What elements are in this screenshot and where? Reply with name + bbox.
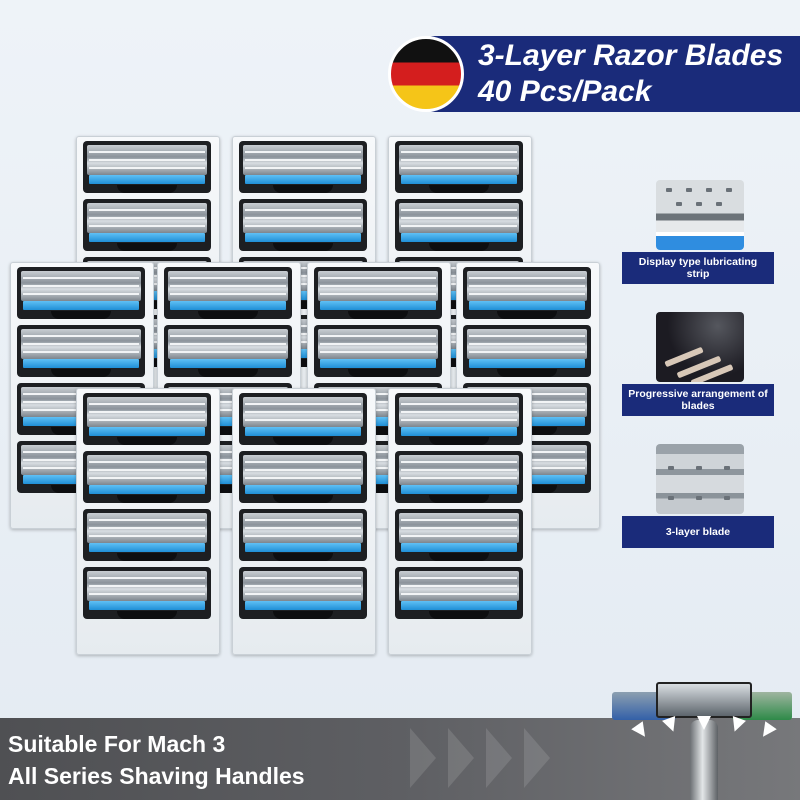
chevron-right-icon	[524, 728, 550, 788]
razor-cartridge	[239, 509, 367, 561]
silver-cartridge	[656, 682, 752, 718]
razor-cartridge	[83, 451, 211, 503]
compatibility-bar: Suitable For Mach 3 All Series Shaving H…	[0, 718, 800, 800]
razor-cartridge	[395, 509, 523, 561]
arrow-down-icon	[662, 716, 680, 734]
razor-cartridge	[239, 141, 367, 193]
razor-cartridge	[17, 267, 145, 319]
razor-handle-illustration	[612, 680, 800, 800]
razor-cartridge	[17, 325, 145, 377]
banner-subtitle: 40 Pcs/Pack	[478, 75, 652, 108]
razor-cartridge	[164, 325, 292, 377]
chevron-right-icon	[410, 728, 436, 788]
razor-cartridge	[83, 199, 211, 251]
cartridge-pack	[388, 388, 532, 655]
banner-title: 3-Layer Razor Blades	[478, 39, 784, 72]
blade-arrangement-image	[656, 312, 744, 382]
razor-cartridge	[83, 393, 211, 445]
compatibility-line-1: Suitable For Mach 3	[8, 731, 226, 757]
razor-cartridge	[395, 393, 523, 445]
razor-cartridge	[239, 199, 367, 251]
razor-cartridge	[239, 567, 367, 619]
arrow-down-icon	[757, 721, 777, 741]
handle-shaft	[690, 720, 718, 800]
three-layer-blade-image	[656, 444, 744, 514]
razor-cartridge	[395, 141, 523, 193]
chevron-right-icon	[448, 728, 474, 788]
razor-cartridge	[314, 267, 442, 319]
razor-cartridge	[83, 567, 211, 619]
arrow-down-icon	[631, 721, 651, 741]
razor-cartridge	[395, 451, 523, 503]
cartridge-pack	[232, 388, 376, 655]
title-banner: 3-Layer Razor Blades 40 Pcs/Pack	[398, 36, 800, 112]
cartridge-pack	[76, 388, 220, 655]
razor-cartridge	[395, 567, 523, 619]
razor-cartridge	[463, 325, 591, 377]
razor-cartridge	[314, 325, 442, 377]
feature-label: 3-layer blade	[622, 516, 774, 548]
feature-label: Display type lubricating strip	[622, 252, 774, 284]
compatibility-line-2: All Series Shaving Handles	[8, 763, 305, 789]
razor-cartridge	[395, 199, 523, 251]
feature-label: Progressive arrangement of blades	[622, 384, 774, 416]
razor-cartridge	[463, 267, 591, 319]
germany-flag-icon	[388, 36, 464, 112]
chevron-right-icon	[486, 728, 512, 788]
razor-cartridge	[239, 393, 367, 445]
razor-cartridge	[83, 141, 211, 193]
lubricating-strip-image	[656, 180, 744, 250]
razor-cartridge	[239, 451, 367, 503]
razor-cartridge	[164, 267, 292, 319]
arrow-down-icon	[697, 716, 711, 730]
razor-cartridge	[83, 509, 211, 561]
